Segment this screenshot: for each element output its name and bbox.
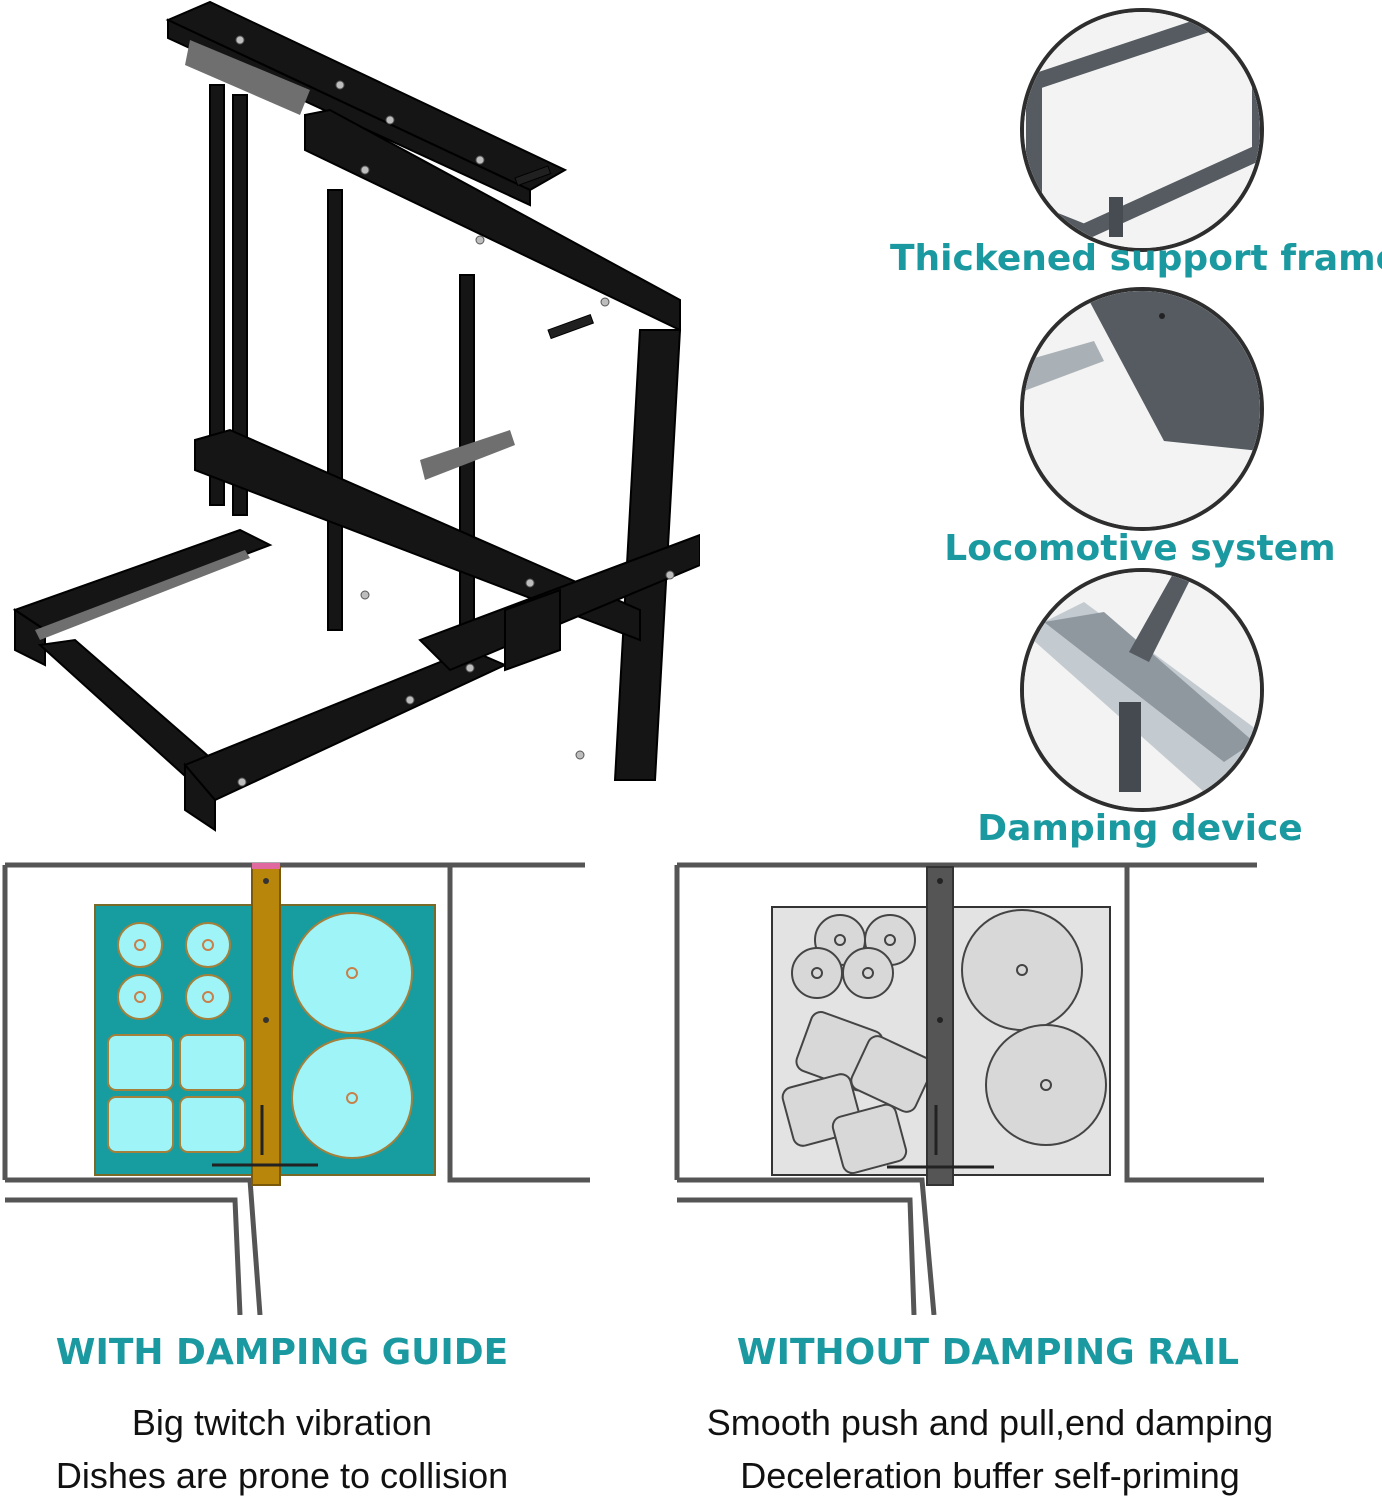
damper-icon [1024, 572, 1260, 808]
with-damping-line-1: Big twitch vibration [131, 1402, 433, 1443]
feature-label-support-frame: Thickened support frame [890, 238, 1382, 279]
with-damping-diagram [2, 862, 590, 1315]
slide-rail-icon [1024, 291, 1260, 527]
with-damping-line-2: Dishes are prone to collision [55, 1455, 509, 1496]
without-damping-line-1: Smooth push and pull,end damping [706, 1402, 1274, 1443]
feature-label-damping: Damping device [977, 808, 1303, 849]
support-frame-closeup [1020, 8, 1264, 252]
support-frame-icon [1024, 12, 1260, 248]
without-damping-diagram [674, 862, 1264, 1315]
feature-label-locomotive: Locomotive system [944, 528, 1336, 569]
slide-rail-closeup [1020, 287, 1264, 531]
without-damping-title: WITHOUT DAMPING RAIL [736, 1332, 1240, 1373]
damper-closeup [1020, 568, 1264, 812]
with-damping-title: WITH DAMPING GUIDE [55, 1332, 509, 1373]
product-frame-image [12, 0, 700, 832]
without-damping-line-2: Deceleration buffer self-priming [740, 1455, 1240, 1496]
